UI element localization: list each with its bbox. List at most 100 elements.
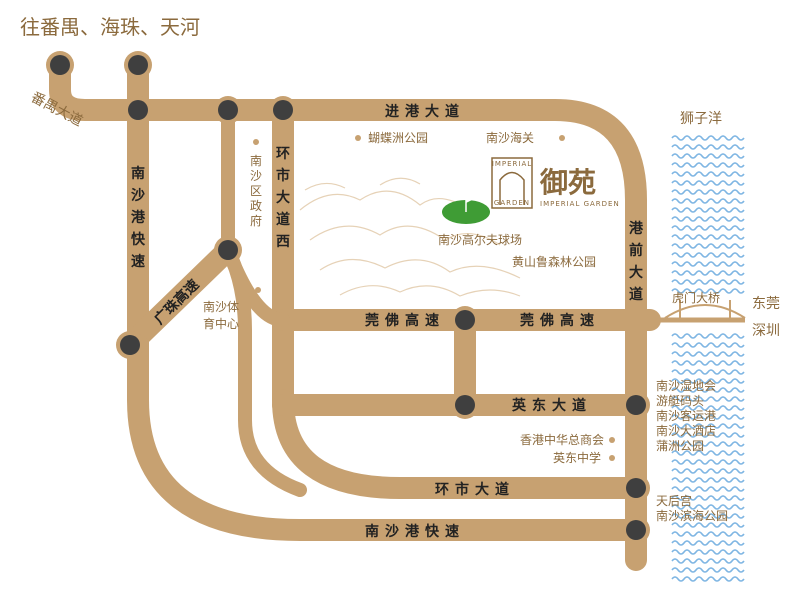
river-wave	[671, 549, 745, 555]
water-label: 狮子洋	[680, 111, 722, 127]
nansha-expressway-char: 沙	[131, 188, 145, 204]
river-wave	[671, 252, 745, 258]
river-wave	[671, 342, 745, 348]
river-wave	[671, 387, 745, 393]
river-wave	[671, 360, 745, 366]
poi-east-item: 游艇码头	[656, 394, 704, 408]
imperial-garden-logo: IMPERIAL GARDEN 御苑 IMPERIAL GARDEN	[491, 157, 619, 209]
destination-east-2: 深圳	[752, 323, 780, 339]
river-wave	[671, 504, 745, 510]
river-wave	[671, 261, 745, 267]
junction-node	[455, 395, 475, 415]
road-label-guanfo-left: 莞佛高速	[365, 312, 445, 329]
river-wave	[671, 180, 745, 186]
river	[671, 135, 745, 582]
river-wave	[671, 423, 745, 429]
river-wave	[671, 441, 745, 447]
river-wave	[671, 495, 745, 501]
poi-hk-chinese-association: 香港中华总商会	[520, 432, 604, 447]
district-gov-char: 沙	[250, 169, 262, 183]
bridge-label: 虎门大桥	[672, 290, 720, 305]
poi-east-item: 南沙客运港	[656, 408, 716, 423]
road-label-yingdong: 英东大道	[511, 397, 592, 414]
brand-name: 御苑	[539, 166, 596, 199]
district-gov-char: 府	[250, 213, 262, 228]
river-wave	[671, 432, 745, 438]
poi-butterfly-park: 蝴蝶洲公园	[368, 130, 428, 145]
poi-east-item: 南沙大酒店	[656, 423, 716, 438]
nansha-expressway-char: 港	[131, 209, 146, 226]
junction-node	[128, 55, 148, 75]
destination-north: 往番禺、海珠、天河	[20, 15, 200, 39]
river-wave	[671, 207, 745, 213]
river-wave	[671, 486, 745, 492]
river-wave	[671, 468, 745, 474]
river-wave	[671, 216, 745, 222]
river-wave	[671, 153, 745, 159]
poi-huangshan-park: 黄山鲁森林公园	[512, 254, 596, 269]
district-gov-char: 南	[250, 153, 262, 168]
river-wave	[671, 396, 745, 402]
road-label-nansha-expressway: 南沙港快速	[365, 523, 465, 540]
gangqian-char: 港	[629, 220, 644, 237]
junction-node	[626, 395, 646, 415]
poi-east-item: 蒲洲公园	[656, 439, 704, 453]
nansha-expressway-char: 速	[131, 253, 145, 270]
river-wave	[671, 189, 745, 195]
huanshi-west-char: 大	[276, 189, 290, 206]
river-wave	[671, 369, 745, 375]
gangqian-char: 前	[629, 242, 643, 259]
huanshi-west-char: 西	[276, 234, 290, 250]
river-wave	[671, 243, 745, 249]
poi-customs: 南沙海关	[486, 130, 534, 145]
poi-yingdong-school: 英东中学	[553, 450, 601, 465]
junction-node	[218, 100, 238, 120]
junction-node	[273, 100, 293, 120]
poi-east-item: 南沙滨海公园	[656, 508, 728, 523]
river-wave	[671, 351, 745, 357]
river-wave	[671, 171, 745, 177]
junction-node	[455, 310, 475, 330]
logo-emblem-top: IMPERIAL	[492, 160, 532, 168]
river-wave	[671, 459, 745, 465]
junction-node	[128, 100, 148, 120]
gangqian-char: 道	[629, 286, 643, 303]
river-wave	[671, 378, 745, 384]
river-wave	[671, 522, 745, 528]
humen-bridge	[650, 300, 746, 323]
poi-east-item: 南沙湿地会	[656, 378, 716, 393]
river-wave	[671, 477, 745, 483]
river-wave	[671, 135, 745, 141]
river-wave	[671, 279, 745, 285]
river-wave	[671, 414, 745, 420]
river-wave	[671, 558, 745, 564]
river-wave	[671, 144, 745, 150]
river-wave	[671, 270, 745, 276]
gangqian-char: 大	[629, 264, 643, 281]
river-wave	[671, 198, 745, 204]
river-wave	[671, 513, 745, 519]
river-wave	[671, 288, 745, 294]
river-wave	[671, 450, 745, 456]
poi-sports-center-2: 育中心	[203, 316, 239, 331]
river-wave	[671, 225, 745, 231]
huanshi-west-char: 道	[276, 211, 290, 228]
junction-node	[626, 478, 646, 498]
road-label-guanfo-right: 莞佛高速	[520, 312, 600, 329]
nansha-expressway-char: 快	[131, 231, 146, 248]
poi-sports-center-1: 南沙体	[203, 299, 239, 314]
junction-node	[50, 55, 70, 75]
huanshi-west-char: 市	[276, 167, 290, 184]
road-label-huanshi: 环市大道	[435, 481, 515, 498]
road-label-nansha-expressway-vertical: 南沙港快速	[131, 165, 146, 270]
logo-emblem-bottom: GARDEN	[494, 199, 530, 207]
poi-east-item: 天后宫	[656, 493, 692, 508]
junction-node	[626, 520, 646, 540]
district-gov-char: 政	[250, 199, 262, 213]
